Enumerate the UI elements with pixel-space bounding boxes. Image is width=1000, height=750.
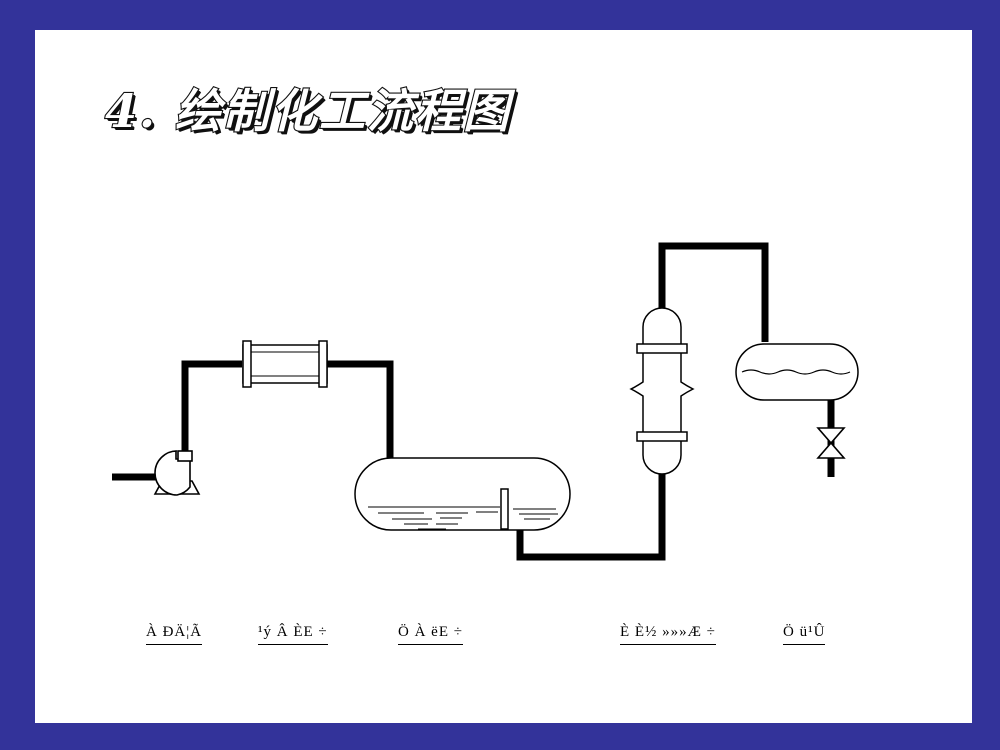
equipment-label-row: À ÐÄ¦Ã ¹ý Â ÈE ÷ Ö À ëE ÷ È È½ »»»Æ ÷ Ö … bbox=[0, 624, 1000, 658]
pipe-network bbox=[112, 242, 835, 561]
pipe-exchanger-to-separator bbox=[327, 360, 394, 460]
equipment-label-tank: Ö ü¹Û bbox=[783, 624, 826, 645]
centrifugal-pump bbox=[153, 450, 201, 496]
separator-liquid-level-right bbox=[513, 508, 558, 520]
gate-valve bbox=[816, 427, 846, 459]
exchanger-shell bbox=[242, 344, 328, 384]
page-title: 4. 绘制化工流程图 bbox=[104, 83, 512, 139]
pipe-column-to-tank bbox=[658, 242, 769, 342]
pipe-separator-to-column bbox=[516, 470, 666, 561]
pipe-pump-discharge bbox=[181, 360, 242, 455]
equipment-label-pump: À ÐÄ¦Ã bbox=[146, 624, 203, 645]
exchanger-tubesheet-left bbox=[242, 340, 252, 388]
column-flange-lower bbox=[636, 431, 688, 442]
horizontal-tank bbox=[735, 343, 859, 401]
pump-volute bbox=[154, 450, 191, 496]
equipment-label-separator: Ö À ëE ÷ bbox=[398, 624, 463, 645]
pump-discharge-nozzle bbox=[177, 450, 193, 462]
vertical-column bbox=[629, 307, 695, 475]
equipment-label-heat-exchanger: ¹ý Â ÈE ÷ bbox=[258, 624, 328, 645]
shell-and-tube-heat-exchanger bbox=[242, 340, 328, 388]
separator-shell bbox=[354, 457, 571, 531]
tank-liquid-level bbox=[741, 369, 851, 375]
horizontal-separator bbox=[354, 457, 571, 531]
column-shell bbox=[629, 307, 695, 475]
separator-weir bbox=[500, 488, 509, 530]
valve-body-upper bbox=[816, 427, 846, 445]
column-flange-upper bbox=[636, 343, 688, 354]
separator-liquid-level-left bbox=[368, 506, 500, 530]
valve-body-lower bbox=[816, 441, 846, 459]
exchanger-tubesheet-right bbox=[318, 340, 328, 388]
equipment-label-column: È È½ »»»Æ ÷ bbox=[620, 624, 716, 645]
